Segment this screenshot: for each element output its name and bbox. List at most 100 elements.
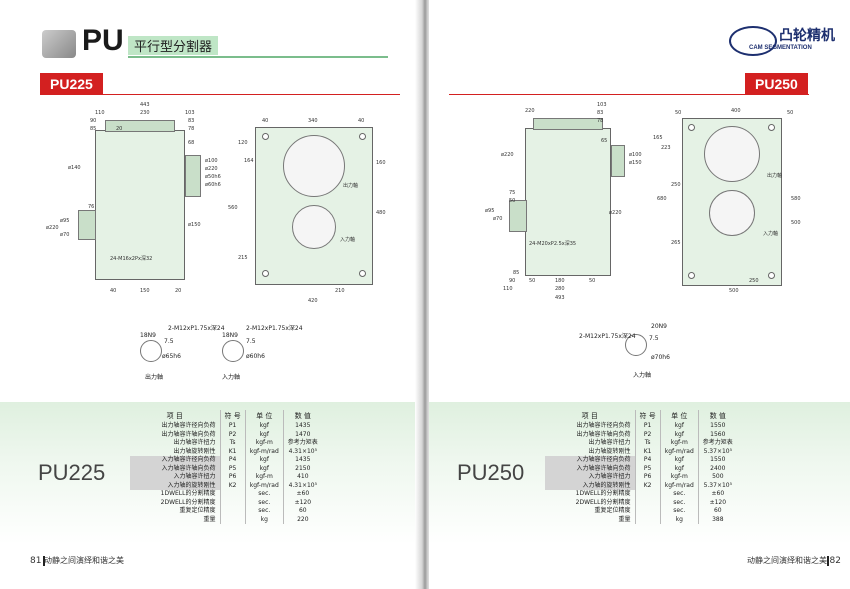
dim: 20 <box>175 288 182 294</box>
cell-unit: sec. <box>659 498 699 507</box>
cell-name: 2DWELL的分割精度 <box>160 498 216 506</box>
dim: 40 <box>358 118 365 124</box>
dim: 50 <box>509 198 516 204</box>
dim: 110 <box>95 110 105 116</box>
cell-sym: P6 <box>219 473 246 482</box>
footer-right: 动静之间演绎和谐之美 82 <box>747 555 841 566</box>
cell-unit: kgf-m/rad <box>244 447 284 456</box>
dim: 223 <box>661 145 671 151</box>
dim: ø95 <box>60 218 70 224</box>
dim: 75 <box>509 190 516 196</box>
cell-name: 入力轴容许轴向负荷 <box>545 464 635 473</box>
cell-val: 2400 <box>697 464 737 473</box>
cell-name: 出力轴容许轴向负荷 <box>576 430 631 438</box>
cell-sym: Ts <box>219 439 246 448</box>
dim: 480 <box>376 210 386 216</box>
dim: 220 <box>525 108 535 114</box>
dim: 78 <box>188 126 195 132</box>
cell-name: 出力轴旋转刚性 <box>588 447 631 455</box>
cell-unit: kgf <box>244 422 284 431</box>
cell-name: 出力轴旋转刚性 <box>173 447 216 455</box>
cell-val: 4.31×10⁵ <box>282 481 322 490</box>
col-symbol: 符 号 <box>219 410 246 422</box>
dim: 500 <box>729 288 739 294</box>
cell-sym: K1 <box>219 447 246 456</box>
cell-unit: kgf-m/rad <box>659 481 699 490</box>
footer-bar <box>827 556 829 566</box>
shaft-key: 18N9 <box>222 332 238 339</box>
dim: 250 <box>671 182 681 188</box>
model-tag-pu250: PU250 <box>745 73 808 95</box>
cell-name: 重复定位精度 <box>179 507 216 514</box>
cell-name: 1DWELL的分割精度 <box>160 490 216 497</box>
dim: 250 <box>749 278 759 284</box>
output-flange-circle <box>283 135 345 197</box>
cell-name: 出力轴容许径向负荷 <box>161 422 216 429</box>
cell-sym <box>634 507 661 516</box>
side-flange-top <box>105 120 175 132</box>
dim: ø220 <box>501 152 514 158</box>
cell-unit: kg <box>244 515 284 524</box>
dim: 50 <box>675 110 682 116</box>
cell-sym <box>219 490 246 499</box>
cell-val: 参考力矩表 <box>282 439 322 448</box>
mount-hole <box>262 133 269 140</box>
col-item: 项 目 <box>581 412 598 420</box>
col-item: 项 目 <box>166 412 183 420</box>
mount-hole <box>359 133 366 140</box>
model-tag-pu225: PU225 <box>40 73 103 95</box>
dim: 90 <box>90 118 97 124</box>
cell-unit: kgf-m <box>244 473 284 482</box>
dim: ø70 <box>493 216 503 222</box>
footer-slogan: 动静之间演绎和谐之美 <box>747 556 827 565</box>
series-subtitle: 平行型分割器 <box>128 36 219 55</box>
cell-val: 220 <box>282 515 322 524</box>
cell-name: 入力轴容许轴向负荷 <box>130 464 220 473</box>
dim: 85 <box>513 270 520 276</box>
cell-name: 入力轴容许径向负荷 <box>130 456 220 465</box>
dim: ø220 <box>205 166 218 172</box>
dim: ø100 <box>629 152 642 158</box>
output-shaft <box>611 145 625 177</box>
spec-model-name: PU250 <box>457 460 525 485</box>
cell-val: 410 <box>282 473 322 482</box>
dim: 110 <box>503 286 513 292</box>
dim: 400 <box>731 108 741 114</box>
shaft-thread: 2-M12xP1.75x深24 <box>579 333 636 340</box>
cell-unit: kgf <box>659 422 699 431</box>
series-title: PU <box>82 24 124 57</box>
dim: 493 <box>555 295 565 301</box>
cell-name: 入力轴的旋转刚性 <box>545 481 635 490</box>
cell-name: 入力轴容许径向负荷 <box>545 456 635 465</box>
dim: 50 <box>529 278 536 284</box>
col-symbol: 符 号 <box>634 410 661 422</box>
cell-unit: kgf <box>244 430 284 439</box>
dim: ø95 <box>485 208 495 214</box>
label-output-shaft: 出力軸 <box>767 173 783 179</box>
side-view-drawing <box>525 128 611 276</box>
cell-val: 1550 <box>697 456 737 465</box>
cell-name: 出力轴容许轴向负荷 <box>161 430 216 438</box>
dim: 210 <box>335 288 345 294</box>
dim: 280 <box>555 286 565 292</box>
side-view-drawing <box>95 130 185 280</box>
cell-val: 388 <box>697 515 737 524</box>
dim: ø220 <box>609 210 622 216</box>
cell-sym: P5 <box>634 464 661 473</box>
page-number: 82 <box>829 556 841 566</box>
dim: 40 <box>110 288 117 294</box>
footer-slogan: 动静之间演绎和谐之美 <box>44 556 124 565</box>
label-output-shaft: 出力軸 <box>343 183 359 189</box>
cell-sym: P6 <box>634 473 661 482</box>
shaft-thread: 2-M12xP1.75x深24 <box>168 325 225 332</box>
